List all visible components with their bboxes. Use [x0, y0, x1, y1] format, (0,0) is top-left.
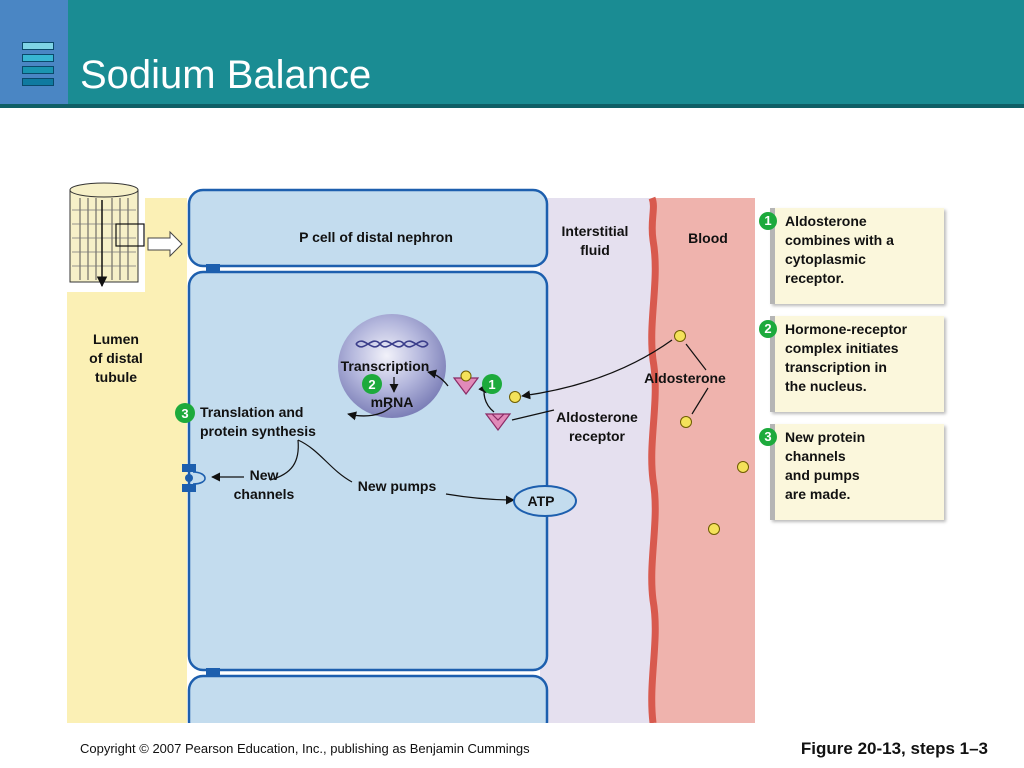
aldosterone-molecule [708, 523, 720, 535]
nucleus [338, 314, 446, 418]
step-box-1: 1 Aldosterone combines with a cytoplasmi… [759, 208, 944, 304]
step-box-badge: 1 [759, 212, 777, 230]
step-badge-1-number: 1 [488, 377, 495, 392]
step-text: Hormone-receptor complex initiates trans… [785, 321, 908, 394]
step-box-2: 2 Hormone-receptor complex initiates tra… [759, 316, 944, 412]
lumen-label-line-1: Lumen [93, 331, 139, 347]
slide-title: Sodium Balance [80, 53, 372, 97]
step-box-3: 3 New protein channels and pumps are mad… [759, 424, 944, 520]
cell-label: P cell of distal nephron [299, 229, 453, 245]
synthesis-pointer [269, 439, 299, 481]
step-box-badge: 2 [759, 320, 777, 338]
aldosterone-pointer-down [691, 387, 709, 415]
interstitial-region [540, 198, 652, 723]
cell-junction-top [206, 264, 220, 273]
new-channels-label-line-1: New [250, 467, 279, 483]
step-badge-1 [482, 374, 502, 394]
mrna-arrow [347, 405, 393, 421]
blood-label: Blood [688, 230, 728, 246]
blood-vessel-wall [648, 196, 659, 724]
new-channels-label-line-2: channels [234, 486, 295, 502]
complex-to-nucleus-arrow [427, 369, 449, 387]
upper-cell [187, 188, 549, 268]
receptor-label-line-2: receptor [569, 428, 626, 444]
translation-label-line-1: Translation and [200, 404, 303, 420]
aldosterone-label: Aldosterone [644, 370, 726, 386]
receptor-pointer [511, 409, 555, 421]
header-divider [0, 104, 1024, 108]
interstitial-label-line-1: Interstitial [562, 223, 629, 239]
mrna-label: mRNA [371, 394, 414, 410]
translation-label-line-2: protein synthesis [200, 423, 316, 439]
step-text: New protein channels and pumps are made. [785, 429, 866, 502]
sodium-channel-icon [182, 464, 206, 492]
interstitial-label-line-2: fluid [580, 242, 610, 258]
aldosterone-molecule [680, 416, 692, 428]
step-text: Aldosterone combines with a cytoplasmic … [785, 213, 894, 286]
step-badge-3-number: 3 [181, 406, 188, 421]
slide-header [0, 0, 1024, 104]
cell-junction-bottom [206, 668, 220, 677]
blood-vessel-region [653, 198, 755, 723]
step-box-badge: 3 [759, 428, 777, 446]
synthesis-to-pumps-line [297, 439, 353, 483]
slide-bars-icon [22, 42, 54, 90]
step-badge-3 [175, 403, 195, 423]
tubule-illustration [69, 182, 183, 288]
lumen-label-line-2: of distal [89, 350, 143, 366]
free-receptor [484, 413, 512, 431]
atp-pump [513, 485, 577, 517]
new-pumps-arrow [445, 493, 515, 505]
atp-label: ATP [528, 493, 555, 509]
aldosterone-pointer-up [685, 343, 707, 371]
figure-caption: Figure 20-13, steps 1–3 [800, 739, 988, 758]
copyright-text: Copyright © 2007 Pearson Education, Inc.… [80, 741, 530, 756]
header-accent-column [0, 0, 68, 104]
receptor-label-line-1: Aldosterone [556, 409, 638, 425]
aldosterone-molecule [674, 330, 686, 342]
aldosterone-cytoplasm [509, 391, 521, 403]
lumen-label-line-3: tubule [95, 369, 137, 385]
new-pumps-label: New pumps [358, 478, 437, 494]
aldosterone-bound [460, 370, 472, 382]
aldosterone-entry-arrow [521, 339, 673, 400]
lumen-region [67, 292, 187, 723]
transcription-label: Transcription [341, 358, 430, 374]
step-badge-2-number: 2 [368, 377, 375, 392]
aldosterone-molecule [737, 461, 749, 473]
step-badge-2 [362, 374, 382, 394]
